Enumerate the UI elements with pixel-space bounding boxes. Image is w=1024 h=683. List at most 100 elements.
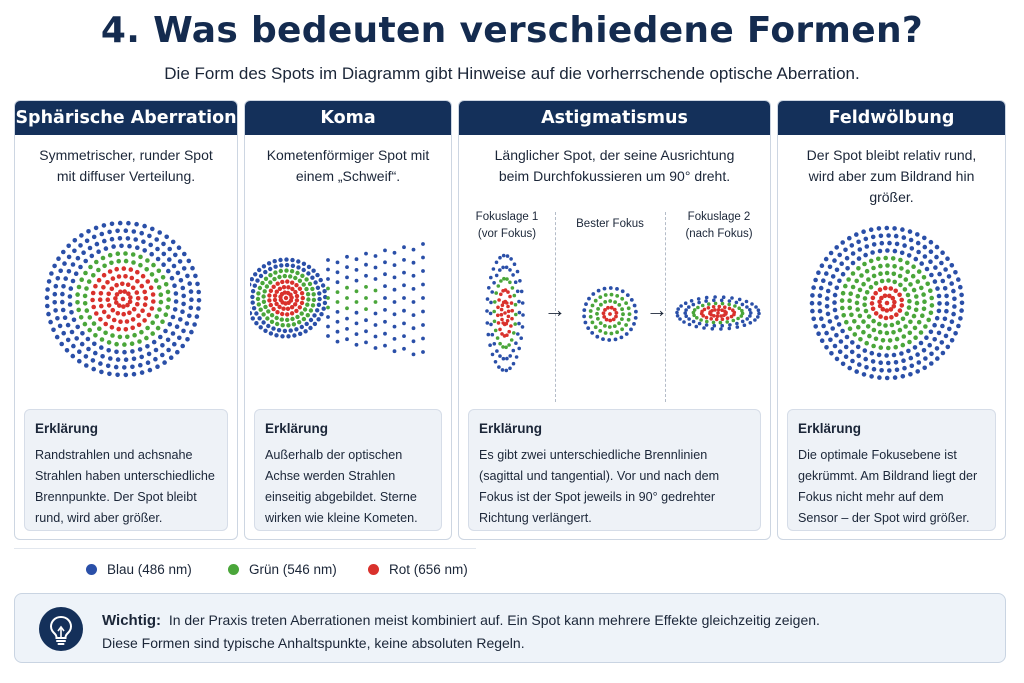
spot-dot	[354, 342, 359, 347]
spot-dot	[921, 348, 927, 353]
spot-dot	[294, 327, 299, 332]
spot-dot	[140, 273, 146, 279]
spot-dot	[373, 334, 378, 339]
spot-dot	[115, 228, 120, 234]
spot-dot	[913, 256, 919, 262]
spot-dot	[959, 308, 964, 313]
spot-dot	[823, 256, 829, 262]
spot-diagram-astigmatism-after-focus	[675, 295, 761, 331]
spot-dot	[514, 312, 518, 317]
spot-dot	[816, 331, 821, 336]
spot-dot	[717, 304, 722, 309]
spot-dot	[834, 332, 839, 338]
spot-dot	[163, 328, 168, 334]
spot-dot	[871, 343, 876, 349]
spot-dot	[421, 350, 425, 354]
spot-dot	[147, 367, 153, 373]
spot-dot	[865, 324, 871, 329]
spot-dot	[295, 270, 300, 276]
spot-dot	[101, 309, 107, 315]
spot-dot	[894, 336, 900, 342]
spot-dot	[285, 306, 291, 311]
spot-dot	[116, 326, 121, 332]
spot-dot	[889, 315, 894, 320]
divider-left	[555, 212, 556, 402]
spot-dot	[402, 346, 406, 351]
spot-dot	[308, 325, 313, 331]
spot-dot	[871, 366, 877, 372]
spot-dot	[753, 318, 757, 322]
spot-dot	[273, 264, 278, 269]
spot-dot	[843, 247, 848, 253]
spot-dot	[96, 249, 101, 254]
spot-dot	[107, 371, 112, 377]
spot-dot	[934, 315, 940, 321]
spot-dot	[74, 336, 79, 341]
spot-dot	[317, 296, 322, 302]
spot-dot	[69, 310, 74, 315]
spot-dot	[607, 338, 612, 342]
spot-dot	[110, 333, 115, 338]
spot-dot	[254, 311, 259, 316]
spot-dot	[326, 315, 330, 319]
spot-dot	[139, 230, 144, 236]
spot-dot	[742, 323, 747, 327]
spot-dot	[947, 326, 952, 332]
spot-dot	[518, 279, 522, 283]
spot-dot	[161, 241, 166, 247]
spot-dot	[582, 314, 586, 319]
spot-dot	[829, 351, 834, 356]
spot-dot	[81, 250, 86, 255]
spot-dot	[109, 221, 115, 227]
spot-dot	[373, 346, 378, 350]
spot-dot	[915, 240, 921, 246]
spot-dot	[271, 284, 276, 289]
spot-dot	[843, 354, 849, 359]
spot-dot	[887, 368, 892, 373]
spot-dot	[827, 319, 833, 324]
spot-dot	[919, 285, 924, 291]
card-description: Symmetrischer, runder Spot mit diffuser …	[39, 147, 213, 184]
spot-dot	[125, 236, 131, 241]
spot-dot	[928, 249, 934, 254]
spot-dot	[158, 299, 164, 305]
spot-dot	[956, 277, 961, 282]
spot-dot	[335, 280, 340, 285]
spot-dot	[932, 322, 937, 328]
spot-dot	[514, 341, 518, 345]
spot-dot	[142, 289, 147, 295]
spot-dot	[411, 287, 416, 291]
spot-dot	[687, 317, 691, 321]
spot-dot	[614, 311, 619, 315]
spot-dot	[869, 374, 874, 379]
spot-dot	[345, 337, 349, 342]
spot-dot	[289, 311, 295, 316]
spot-dot	[634, 309, 638, 314]
spot-dot	[84, 363, 89, 368]
spot-dot	[55, 316, 60, 321]
spot-dot	[913, 335, 918, 340]
spot-dot	[601, 337, 605, 341]
page-title: 4. Was bedeuten verschiedene Formen?	[100, 10, 924, 51]
spot-dot	[729, 314, 734, 319]
spot-dot	[899, 297, 904, 303]
spot-dot	[311, 292, 316, 297]
spot-dot	[121, 311, 126, 317]
spot-dot	[496, 305, 500, 310]
spot-dot	[899, 351, 904, 356]
spot-dot	[906, 305, 912, 310]
spot-dot	[364, 296, 368, 300]
spot-dot	[163, 312, 169, 317]
spot-dot	[945, 256, 950, 261]
spot-dot	[182, 251, 187, 257]
spot-dot	[46, 279, 52, 284]
spot-dot	[149, 272, 155, 277]
spot-dot	[953, 331, 958, 336]
spot-dot	[893, 360, 899, 365]
spot-dot	[275, 321, 280, 327]
explanation-title: Erklärung	[798, 421, 862, 436]
spot-dot	[85, 336, 91, 342]
spot-dot	[154, 314, 160, 319]
spot-dot	[934, 346, 940, 351]
spot-dot	[624, 323, 628, 327]
